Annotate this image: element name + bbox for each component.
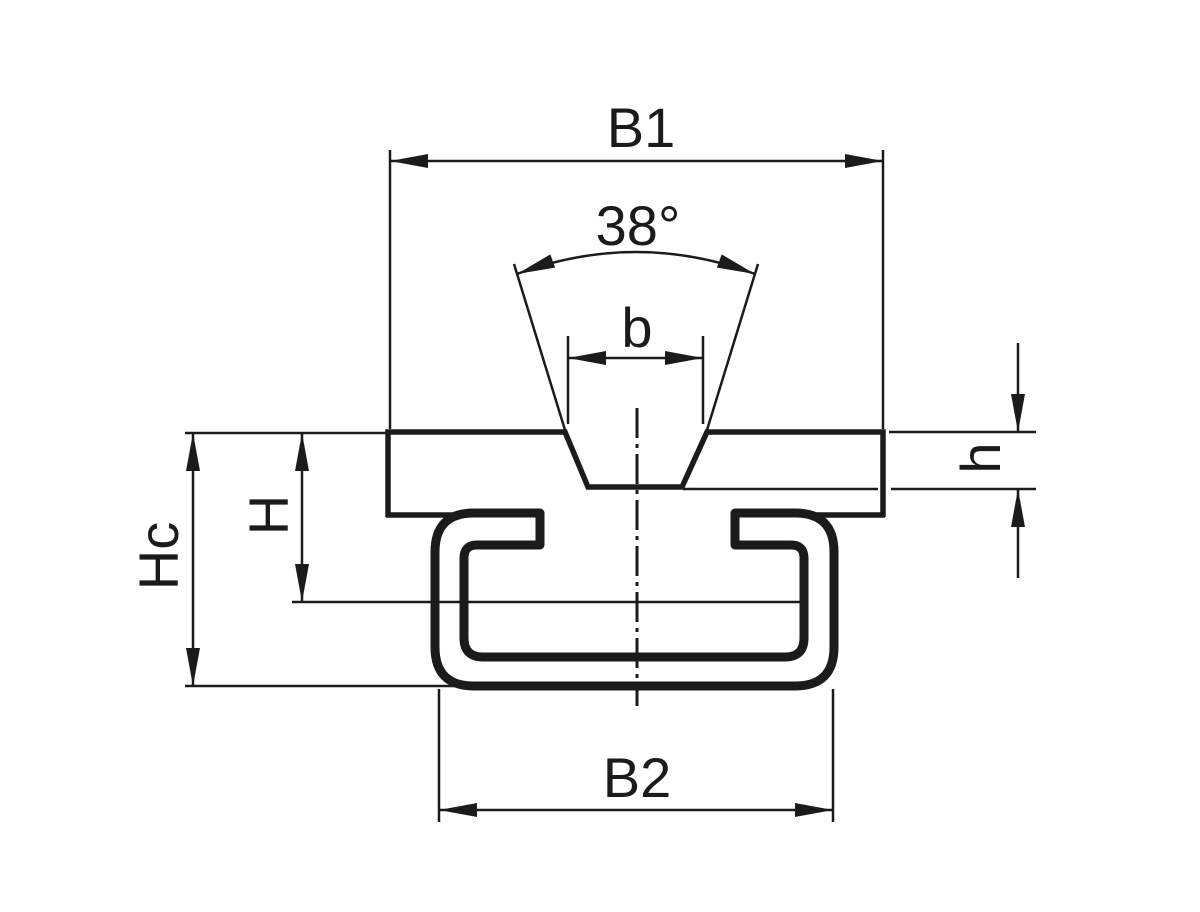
label-b2: B2 — [603, 746, 672, 809]
c-channel-outline — [430, 508, 839, 691]
plate-and-groove-outline — [385, 429, 886, 517]
label-b: b — [621, 296, 652, 359]
b1-arrow-left — [390, 154, 428, 168]
h-mid-arrow-top — [295, 433, 309, 471]
b-arrow-left — [568, 351, 606, 365]
dimension-b1 — [388, 150, 885, 429]
hc-arrow-top — [186, 433, 200, 471]
b1-arrow-right — [845, 154, 883, 168]
b2-arrow-left — [439, 803, 477, 817]
h-mid-arrow-bottom — [295, 564, 309, 602]
hc-arrow-bottom — [186, 648, 200, 686]
h-arrow-bottom — [1011, 489, 1025, 527]
angle-arrow-left — [517, 254, 556, 274]
label-b1: B1 — [607, 96, 676, 159]
dimension-h-mid — [292, 433, 803, 604]
angle-construction-line-left — [512, 263, 567, 431]
angle-construction-line-right — [705, 263, 760, 431]
label-h: h — [949, 442, 1012, 473]
angle-arrow-right — [716, 254, 755, 274]
label-angle: 38° — [596, 194, 681, 257]
dimension-arrowheads — [186, 154, 1025, 817]
dimension-labels: B1 38° b h Hc H B2 — [127, 96, 1012, 809]
dimension-hc — [185, 431, 466, 688]
b-arrow-right — [665, 351, 703, 365]
label-h-mid: H — [237, 495, 300, 535]
label-hc: Hc — [127, 522, 190, 590]
b2-arrow-right — [795, 803, 833, 817]
dimension-b2 — [437, 689, 835, 822]
h-arrow-top — [1011, 394, 1025, 432]
